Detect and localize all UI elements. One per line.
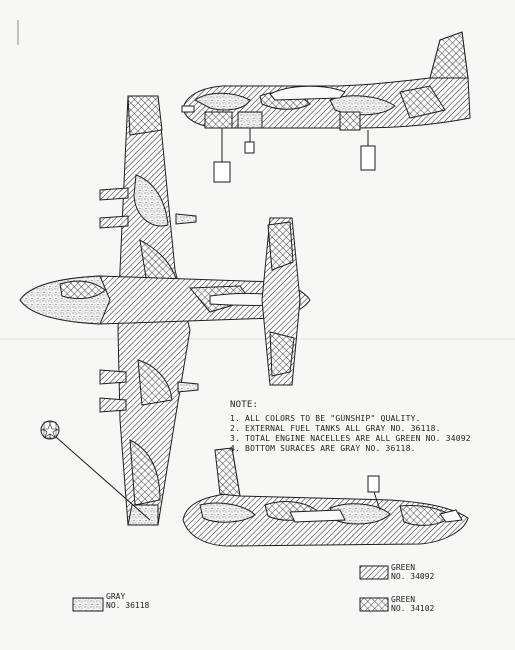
legend-gray-name: GRAY	[106, 592, 126, 601]
legend-green-34102-label: GREEN NO. 34102	[391, 595, 434, 613]
note-line-1: 1. ALL COLORS TO BE "GUNSHIP" QUALITY.	[230, 414, 421, 423]
note-line-2: 2. EXTERNAL FUEL TANKS ALL GRAY NO. 3611…	[230, 424, 441, 433]
legend-swatch-gray	[72, 597, 104, 612]
legend-green-34092-number: NO. 34092	[391, 572, 435, 581]
callout-boxes-top	[213, 128, 376, 183]
note-title: NOTE:	[230, 400, 259, 410]
national-insignia	[40, 420, 151, 521]
note-line-4: 4. BOTTOM SURACES ARE GRAY NO. 36118.	[230, 444, 416, 453]
legend-swatch-green-34102	[359, 597, 389, 612]
plan-view	[19, 95, 311, 526]
legend-swatch-green-34092	[359, 565, 389, 580]
side-view-top	[181, 31, 471, 131]
legend-gray-number: NO. 36118	[106, 601, 150, 610]
legend-green-34102-number: NO. 34102	[391, 604, 435, 613]
legend-green-34092-name: GREEN	[391, 563, 416, 572]
legend-green-34102-name: GREEN	[391, 595, 416, 604]
note-line-3: 3. TOTAL ENGINE NACELLES ARE ALL GREEN N…	[230, 434, 471, 443]
side-view-bottom	[182, 447, 469, 547]
legend-gray-label: GRAY NO. 36118	[106, 592, 149, 610]
legend-green-34092-label: GREEN NO. 34092	[391, 563, 434, 581]
